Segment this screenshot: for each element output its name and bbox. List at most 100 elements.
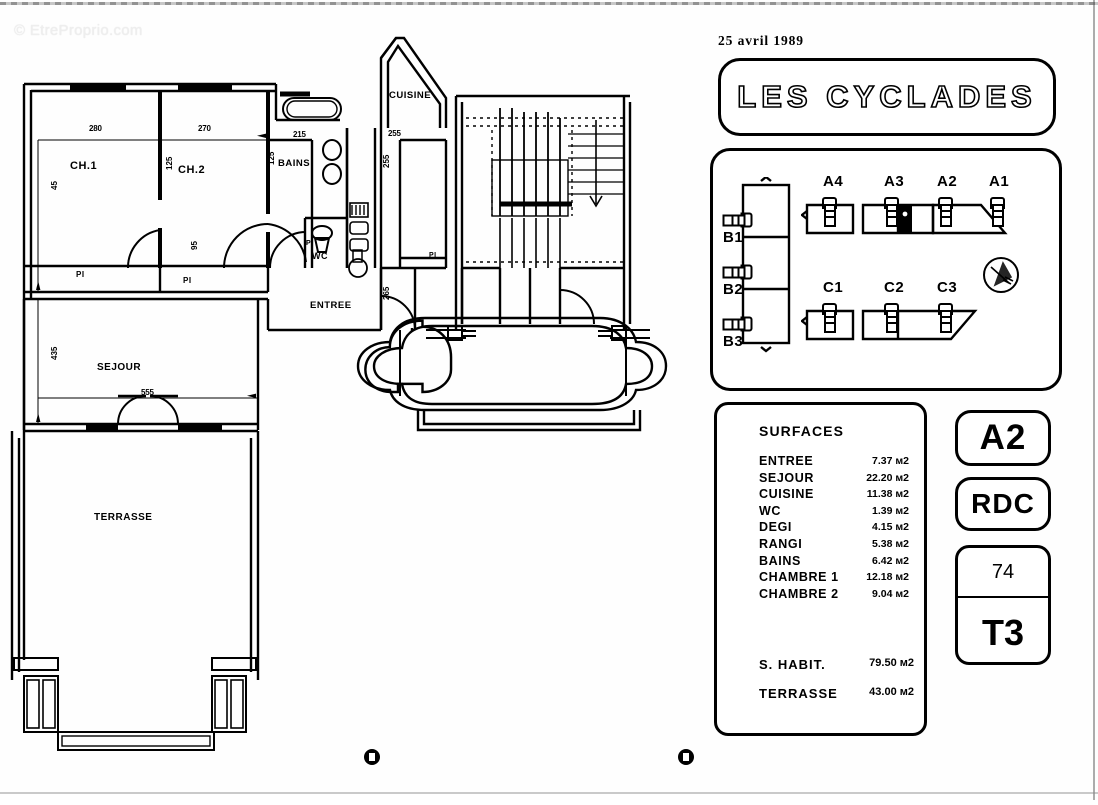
surface-row: CUISINE 11.38 м2 (759, 486, 909, 503)
site-label-a2: A2 (937, 173, 958, 190)
surface-row-label: SEJOUR (759, 470, 815, 485)
project-title: LES CYCLADES (736, 78, 1037, 115)
room-label-terrasse: TERRASSE (94, 512, 153, 523)
surface-total-terrasse-value: 43.00 м2 (869, 686, 914, 698)
surface-total-habitable-label: S. HABIT. (759, 657, 826, 672)
surface-total-terrasse: TERRASSE 43.00 м2 (759, 686, 914, 701)
dimension-215: 215 (293, 130, 306, 139)
stair-icon-b2 (722, 264, 753, 280)
surface-row-label: BAINS (759, 553, 801, 568)
stair-icon-c3 (937, 303, 953, 333)
surface-row: WC 1.39 м2 (759, 503, 909, 520)
page-marker-right (678, 749, 694, 765)
surfaces-panel: SURFACES ENTREE 7.37 м2 SEJOUR 22.20 м2 CUIS… (714, 402, 927, 736)
dimension-v-255: 255 (382, 154, 391, 168)
stair-icon-c2 (883, 303, 899, 333)
surface-row-value: 22.20 м2 (866, 471, 909, 484)
badge-floor: RDC (955, 477, 1051, 531)
floor-plan-svg (10, 36, 668, 751)
dimension-v-125b: 125 (267, 151, 276, 165)
site-label-b2: B2 (723, 281, 744, 298)
room-label-placard-3: PI (306, 240, 314, 247)
surface-row-value: 7.37 м2 (872, 455, 909, 467)
room-label-ch1: CH.1 (70, 160, 98, 172)
stair-icon-a4 (821, 197, 837, 227)
dimension-v-435: 435 (50, 346, 59, 360)
surface-row-label: CHAMBRE 2 (759, 586, 839, 601)
room-label-bains: BAINS (278, 158, 311, 169)
surface-row-label: CHAMBRE 1 (759, 570, 839, 585)
surface-row: CHAMBRE 2 9.04 м2 (759, 586, 909, 603)
room-label-entree: ENTREE (310, 300, 352, 311)
surface-row: BAINS 6.42 м2 (759, 553, 909, 570)
dimension-v-95: 95 (190, 241, 199, 250)
scan-edge-top (0, 2, 1098, 5)
surface-row-label: WC (759, 503, 782, 518)
dimension-280: 280 (89, 124, 102, 133)
stair-icon-b1 (722, 212, 753, 228)
building-row-c (801, 309, 978, 341)
stair-icon-b3 (722, 316, 753, 332)
stair-icon-a3 (883, 197, 899, 227)
site-label-a1: A1 (989, 173, 1010, 190)
surface-row-label: DEGI (759, 520, 792, 535)
site-label-a4: A4 (823, 173, 844, 190)
surface-total-habitable-value: 79.50 м2 (869, 657, 914, 669)
stair-icon-c1 (821, 303, 837, 333)
site-label-b1: B1 (723, 229, 744, 246)
surface-row-value: 9.04 м2 (872, 587, 909, 600)
site-label-b3: B3 (723, 333, 744, 350)
building-block-b (741, 177, 791, 353)
surface-row: ENTREE 7.37 м2 (759, 453, 909, 470)
dimension-v-265: 265 (382, 286, 391, 300)
room-label-placard-1: PI (76, 270, 85, 279)
floor-plan-drawing: CH.1 CH.2 BAINS CUISINE WC ENTREE SEJOUR… (10, 36, 668, 751)
dimension-555: 555 (141, 388, 154, 397)
page-marker-left (364, 749, 380, 765)
dimension-v-125a: 125 (165, 156, 174, 170)
dimension-v-45: 45 (50, 181, 59, 190)
room-label-sejour: SEJOUR (97, 362, 142, 373)
stair-icon-a1 (989, 197, 1005, 227)
badge-type-group: 74 T3 (955, 545, 1051, 665)
surface-row: DEGI 4.15 м2 (759, 519, 909, 536)
dimension-255: 255 (388, 129, 401, 138)
scan-edge-right (1093, 0, 1095, 800)
surface-row: SEJOUR 22.20 м2 (759, 470, 909, 487)
room-label-placard-4: PI (429, 252, 437, 259)
surface-row-label: CUISINE (759, 487, 814, 502)
badge-type: T3 (981, 612, 1024, 653)
dimension-270: 270 (198, 124, 211, 133)
site-label-c2: C2 (884, 279, 905, 296)
scan-edge-bottom (0, 792, 1098, 794)
surface-row-label: ENTREE (759, 454, 814, 468)
building-row-a (801, 203, 1008, 235)
surface-row-value: 4.15 м2 (872, 521, 909, 534)
surfaces-list: ENTREE 7.37 м2 SEJOUR 22.20 м2 CUISINE 11.38 … (759, 453, 909, 602)
north-arrow-icon (983, 257, 1019, 293)
badge-unit: A2 (955, 410, 1051, 466)
room-label-cuisine: CUISINE (389, 90, 432, 101)
site-label-a3: A3 (884, 173, 905, 190)
surface-total-habitable: S. HABIT. 79.50 м2 (759, 657, 914, 672)
project-title-panel: LES CYCLADES (718, 58, 1056, 136)
stair-icon-a2 (937, 197, 953, 227)
badge-number: 74 (958, 548, 1048, 598)
room-label-placard-2: PI (183, 276, 192, 285)
watermark: © EtreProprio.com (14, 22, 143, 39)
room-label-ch2: CH.2 (178, 164, 206, 176)
site-label-c3: C3 (937, 279, 958, 296)
surface-row-value: 5.38 м2 (872, 537, 909, 550)
surface-row-value: 6.42 м2 (872, 554, 909, 567)
surface-row-value: 12.18 м2 (866, 571, 909, 584)
surface-row-value: 1.39 м2 (872, 504, 909, 517)
surface-row: CHAMBRE 1 12.18 м2 (759, 569, 909, 586)
surface-row-value: 11.38 м2 (866, 488, 909, 501)
site-label-c1: C1 (823, 279, 844, 296)
plan-date: 25 avril 1989 (718, 33, 804, 48)
room-label-wc: WC (312, 251, 328, 261)
surfaces-heading: SURFACES (759, 423, 845, 439)
surface-total-terrasse-label: TERRASSE (759, 686, 838, 701)
